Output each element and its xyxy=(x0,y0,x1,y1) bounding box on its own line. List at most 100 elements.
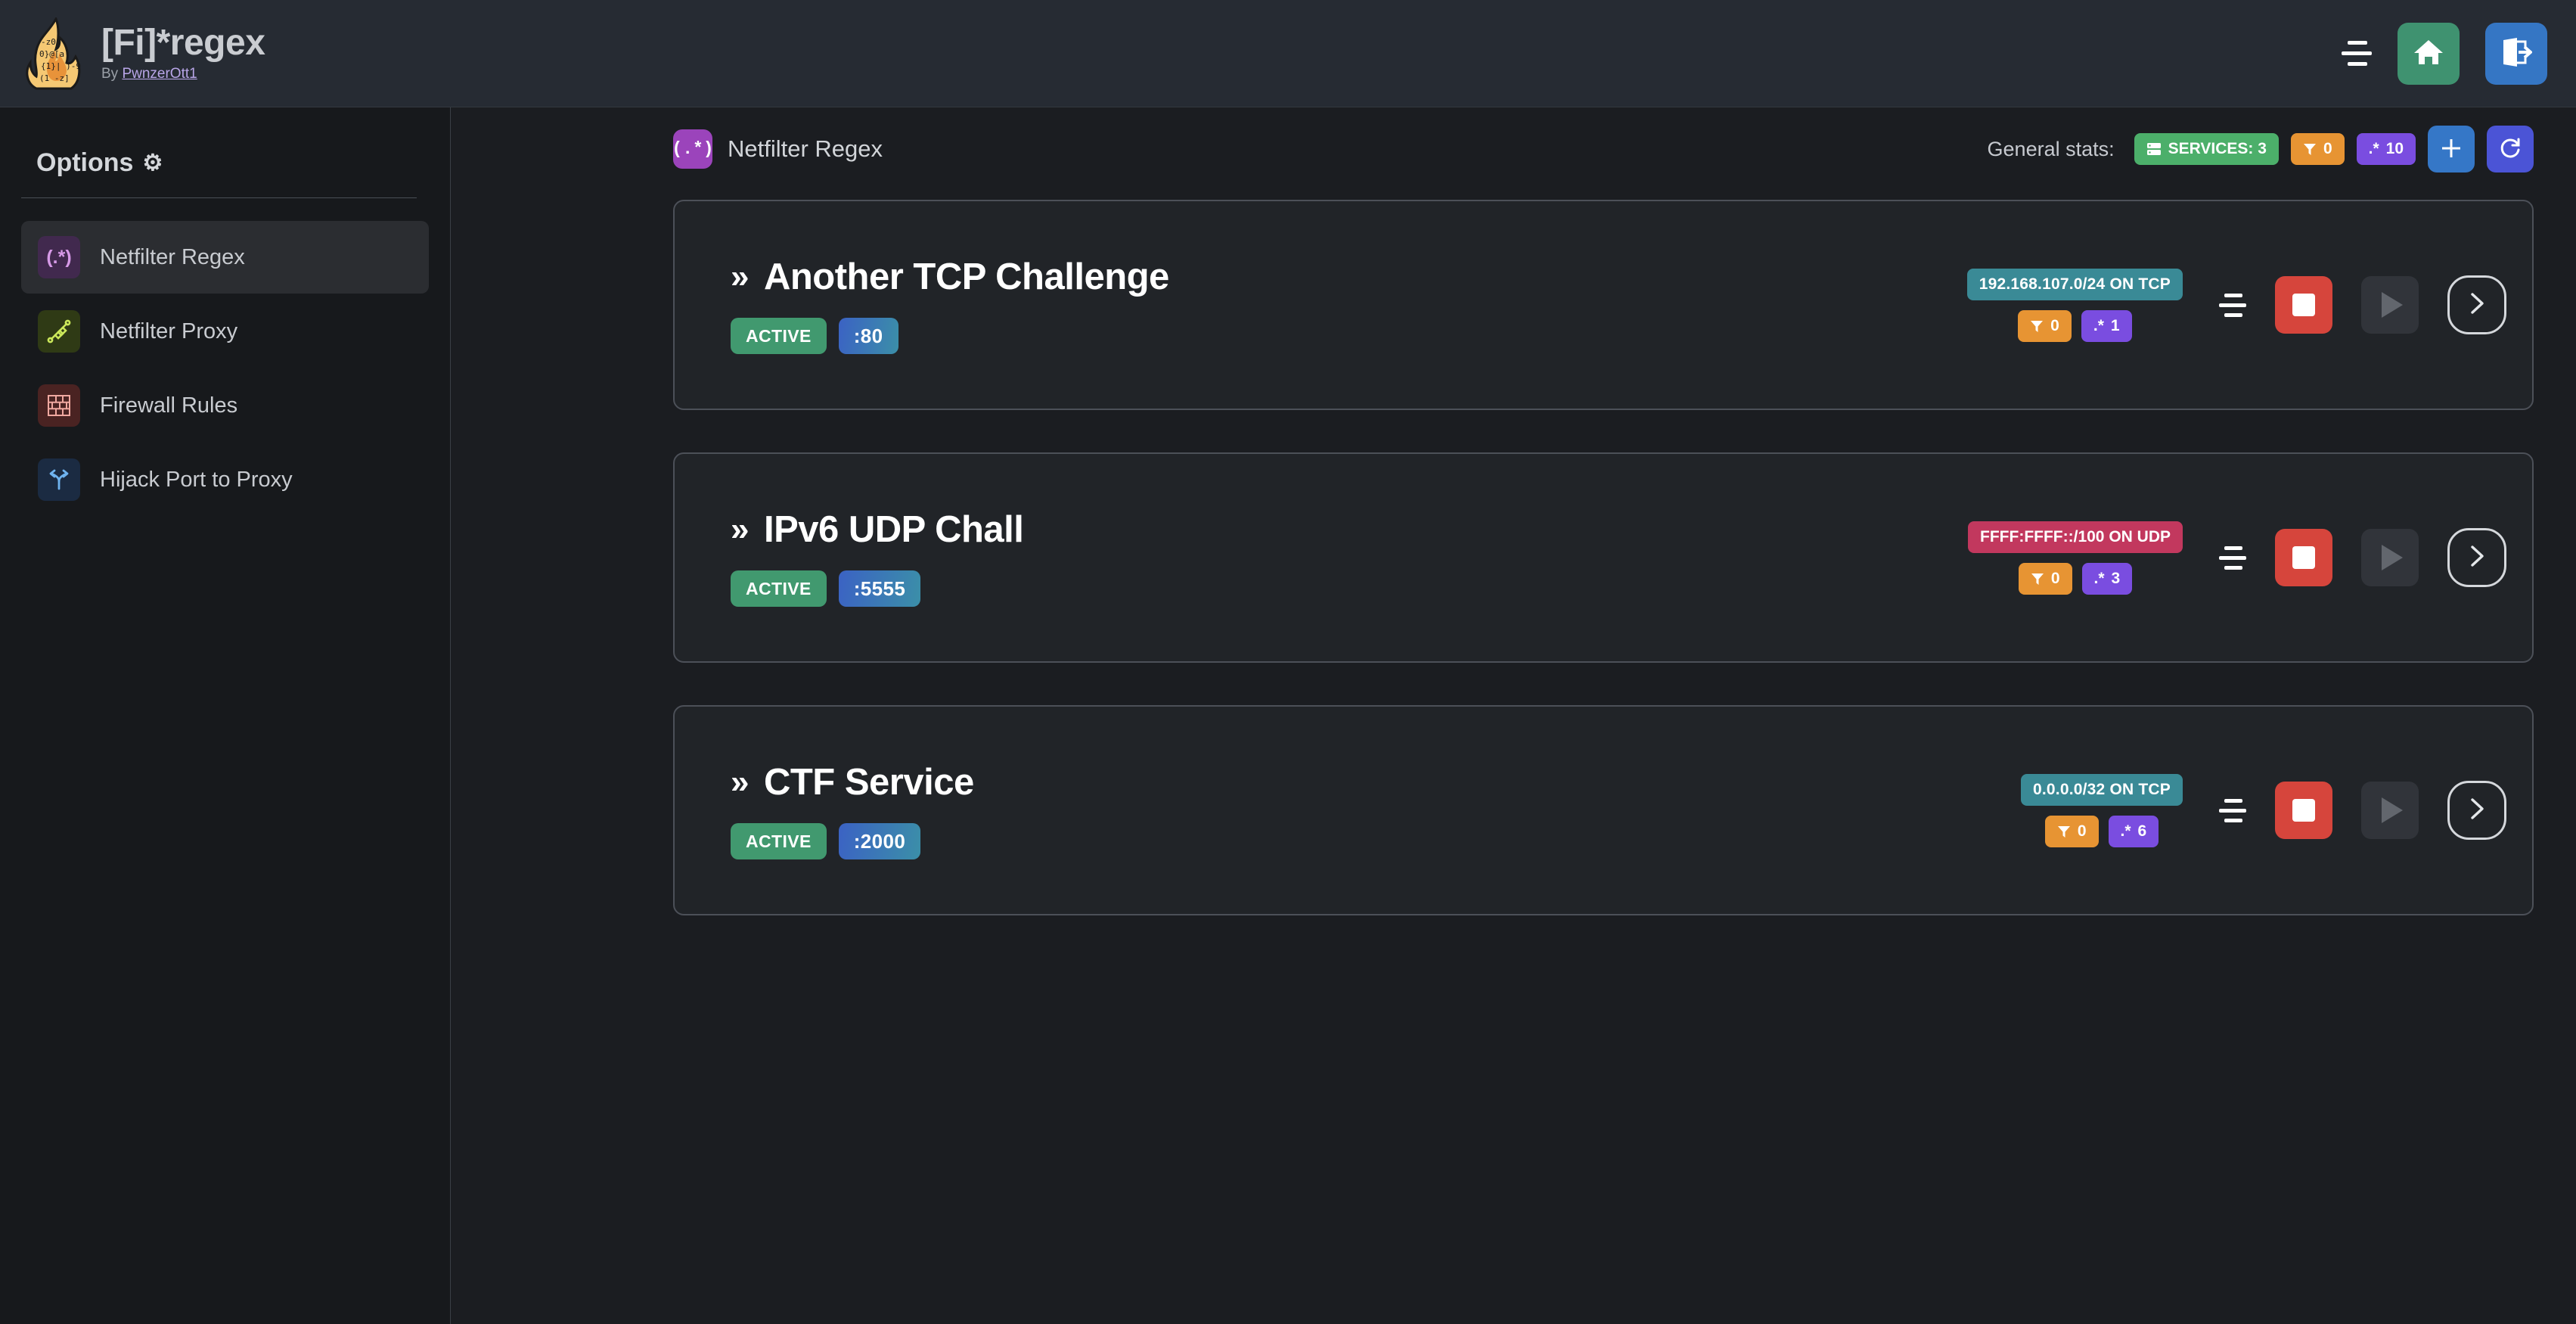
service-badges: ACTIVE :80 xyxy=(731,318,1169,354)
play-icon xyxy=(2382,292,2403,318)
stop-button[interactable] xyxy=(2275,529,2332,586)
sidebar-item-hijack-port-to-proxy[interactable]: Hijack Port to Proxy xyxy=(21,443,429,516)
sidebar: Options ⚙ (.*) Netfilter Regex Netfilter… xyxy=(0,107,451,1324)
status-badge: ACTIVE xyxy=(731,318,827,354)
stop-button[interactable] xyxy=(2275,276,2332,334)
service-info: » CTF Service ACTIVE :2000 xyxy=(731,761,974,859)
service-regex-badge: .* 1 xyxy=(2081,309,2132,342)
sidebar-nav: (.*) Netfilter Regex Netfilter Proxy xyxy=(0,221,450,516)
service-actions: FFFF:FFFF::/100 ON UDP 0 .* 3 xyxy=(1968,521,2506,595)
stats-label: General stats: xyxy=(1987,137,2115,160)
app-author-line: By PwnzerOtt1 xyxy=(101,66,265,82)
regex-star-icon: .* xyxy=(2093,316,2104,334)
regex-star-icon: .* xyxy=(2093,569,2105,587)
stat-regex-badge: .* 10 xyxy=(2356,133,2416,165)
filter-icon xyxy=(2031,572,2044,586)
stop-button[interactable] xyxy=(2275,782,2332,839)
add-service-button[interactable] xyxy=(2428,126,2475,172)
refresh-button[interactable] xyxy=(2487,126,2534,172)
chevron-right-icon xyxy=(2466,543,2488,573)
sidebar-item-firewall-rules[interactable]: Firewall Rules xyxy=(21,369,429,442)
double-chevron-icon: » xyxy=(731,258,749,295)
page-title-text: Netfilter Regex xyxy=(728,135,883,162)
author-link[interactable]: PwnzerOtt1 xyxy=(122,65,197,82)
service-card[interactable]: » CTF Service ACTIVE :2000 0.0.0.0/32 ON… xyxy=(673,705,2534,915)
sidebar-divider xyxy=(21,197,417,198)
service-regex-count: 1 xyxy=(2110,316,2120,334)
app-title: [Fi]*regex xyxy=(101,23,265,64)
service-network-stats: 192.168.107.0/24 ON TCP 0 .* 1 xyxy=(1966,268,2183,342)
service-list: » Another TCP Challenge ACTIVE :80 192.1… xyxy=(452,191,2576,915)
service-filters-count: 0 xyxy=(2050,569,2060,587)
service-filters-badge: 0 xyxy=(2018,309,2072,342)
service-menu-icon[interactable] xyxy=(2211,795,2246,825)
chevron-right-icon xyxy=(2466,291,2488,320)
service-name: CTF Service xyxy=(763,762,974,803)
svg-text:0}@[a: 0}@[a xyxy=(39,49,64,59)
stop-icon xyxy=(2292,546,2315,569)
brick-wall-icon xyxy=(38,384,80,427)
sidebar-title-text: Options xyxy=(36,148,134,177)
service-network-stats: FFFF:FFFF::/100 ON UDP 0 .* 3 xyxy=(1968,521,2183,595)
service-title: » CTF Service xyxy=(731,761,974,803)
service-filters-count: 0 xyxy=(2077,822,2087,840)
open-service-button[interactable] xyxy=(2447,528,2506,587)
filter-icon xyxy=(2303,142,2317,156)
start-button xyxy=(2361,782,2419,839)
sidebar-item-netfilter-proxy[interactable]: Netfilter Proxy xyxy=(21,295,429,368)
service-regex-count: 3 xyxy=(2111,569,2121,587)
fork-arrow-icon xyxy=(38,458,80,501)
double-chevron-icon: » xyxy=(731,763,749,800)
service-menu-icon[interactable] xyxy=(2211,290,2246,320)
service-name: IPv6 UDP Chall xyxy=(763,509,1024,550)
service-card[interactable]: » IPv6 UDP Chall ACTIVE :5555 FFFF:FFFF:… xyxy=(673,452,2534,663)
port-badge: :5555 xyxy=(838,570,921,607)
plug-icon xyxy=(38,310,80,353)
sidebar-item-label: Hijack Port to Proxy xyxy=(100,467,293,492)
stat-services-badge: SERVICES: 3 xyxy=(2134,133,2279,165)
network-badge: 192.168.107.0/24 ON TCP xyxy=(1966,268,2183,300)
service-info: » IPv6 UDP Chall ACTIVE :5555 xyxy=(731,508,1024,607)
service-name: Another TCP Challenge xyxy=(763,256,1169,297)
refresh-icon xyxy=(2499,137,2522,162)
filter-icon xyxy=(2030,319,2044,333)
service-regex-badge: .* 6 xyxy=(2108,815,2159,847)
service-filters-badge: 0 xyxy=(2018,562,2072,595)
port-badge: :2000 xyxy=(838,823,921,859)
network-sub-stats: 0 .* 1 xyxy=(2018,309,2132,342)
service-network-stats: 0.0.0.0/32 ON TCP 0 .* 6 xyxy=(2021,773,2183,847)
hamburger-icon[interactable] xyxy=(2334,38,2372,70)
header-actions xyxy=(2334,22,2547,85)
page-title: (.*) Netfilter Regex xyxy=(672,129,883,169)
open-service-button[interactable] xyxy=(2447,275,2506,334)
network-badge: FFFF:FFFF::/100 ON UDP xyxy=(1968,521,2183,553)
double-chevron-icon: » xyxy=(731,511,749,548)
by-prefix: By xyxy=(101,65,123,82)
app-header: -z0- 0}@[a {1}| )-9] (1 -z] [Fi]*regex B… xyxy=(0,0,2576,107)
sidebar-item-netfilter-regex[interactable]: (.*) Netfilter Regex xyxy=(21,221,429,294)
play-icon xyxy=(2382,545,2403,570)
brand: -z0- 0}@[a {1}| )-9] (1 -z] [Fi]*regex B… xyxy=(26,17,265,90)
service-card[interactable]: » Another TCP Challenge ACTIVE :80 192.1… xyxy=(673,200,2534,410)
main-content: (.*) Netfilter Regex General stats: SERV… xyxy=(452,107,2576,1324)
service-title: » Another TCP Challenge xyxy=(731,256,1169,298)
svg-text:(1 -z]: (1 -z] xyxy=(39,73,70,83)
svg-text:-z0-: -z0- xyxy=(41,37,61,47)
stop-icon xyxy=(2292,294,2315,316)
open-service-button[interactable] xyxy=(2447,781,2506,840)
service-menu-icon[interactable] xyxy=(2211,542,2246,573)
logout-button[interactable] xyxy=(2485,22,2547,85)
start-button xyxy=(2361,529,2419,586)
stat-services-label: SERVICES: 3 xyxy=(2168,140,2267,157)
home-button[interactable] xyxy=(2398,22,2460,85)
chevron-right-icon xyxy=(2466,796,2488,825)
stop-icon xyxy=(2292,799,2315,822)
service-actions: 0.0.0.0/32 ON TCP 0 .* 6 xyxy=(2021,773,2506,847)
sidebar-item-label: Netfilter Proxy xyxy=(100,319,238,343)
general-stats: General stats: SERVICES: 3 0 .* 10 xyxy=(1988,126,2534,172)
service-badges: ACTIVE :2000 xyxy=(731,823,974,859)
server-icon xyxy=(2146,141,2162,157)
regex-icon: (.*) xyxy=(38,236,80,278)
port-badge: :80 xyxy=(838,318,898,354)
sidebar-item-label: Netfilter Regex xyxy=(100,244,245,269)
